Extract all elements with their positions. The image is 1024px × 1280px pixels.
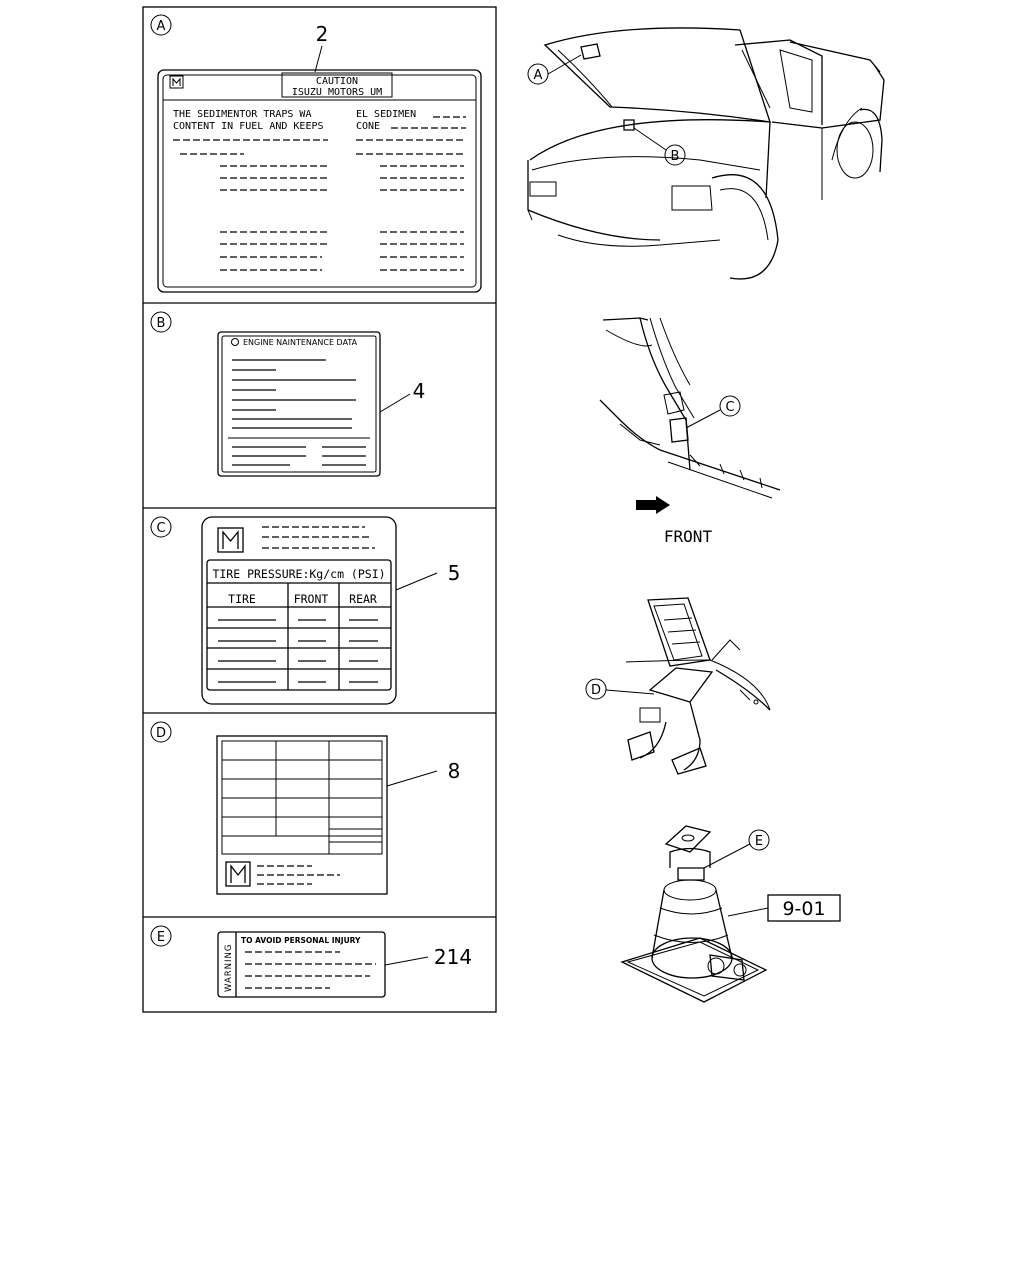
warning-label: WARNING TO AVOID PERSONAL INJURY (217, 931, 386, 998)
visor-callout-d-marker (585, 678, 607, 700)
caution-right-line1: EL SEDIMEN (356, 109, 416, 120)
engine-label-title: ENGINE NAINTENANCE DATA (243, 338, 358, 347)
engine-label-text-lines (228, 359, 370, 466)
tire-table-placeholder-lines (218, 619, 378, 683)
panel-a: A 2 CAUTION ISUZU MOTORS UM THE SEDIMENT… (150, 14, 482, 293)
truck-callout-a-marker (527, 63, 549, 85)
panel-c: C TIRE PRESSURE:Kg/cm (PSI) TIRE FRONT R… (150, 516, 461, 705)
label-location-b (623, 119, 635, 131)
part-number-d: 8 (448, 759, 461, 783)
tire-pressure-label: TIRE PRESSURE:Kg/cm (PSI) TIRE FRONT REA… (201, 516, 397, 705)
front-arrow-icon (636, 496, 670, 514)
warning-side-text: WARNING (224, 944, 234, 992)
door-pillar-illustration (599, 317, 781, 499)
tire-table-header: TIRE PRESSURE:Kg/cm (PSI) (212, 567, 385, 581)
caution-body-line1: THE SEDIMENTOR TRAPS WA (173, 109, 311, 120)
caution-subtitle: ISUZU MOTORS UM (292, 87, 382, 98)
isuzu-logo-icon (225, 861, 251, 887)
panel-c-marker (150, 516, 172, 538)
caution-right-line2: CONE (356, 121, 380, 132)
isuzu-logo-icon (169, 75, 184, 89)
panel-d: D 8 (150, 721, 461, 895)
panel-d-letter: D (156, 726, 166, 741)
label-location-c (669, 417, 689, 443)
part-number-b: 4 (413, 379, 426, 403)
part-number-c: 5 (448, 561, 461, 585)
engine-maintenance-label: ENGINE NAINTENANCE DATA (217, 331, 381, 477)
panel-e-letter: E (157, 930, 165, 945)
visor-callout-d: D (591, 683, 601, 698)
front-direction-label: FRONT (664, 527, 713, 546)
panel-c-letter: C (156, 521, 165, 536)
caution-title: CAUTION (316, 76, 358, 87)
jack-reference-number: 9-01 (782, 898, 825, 920)
panel-b-marker (150, 311, 172, 333)
warning-headline: TO AVOID PERSONAL INJURY (241, 936, 361, 945)
panel-d-marker (150, 721, 172, 743)
column-front: FRONT (294, 592, 329, 606)
label-location-e (677, 867, 705, 881)
label-location-a (580, 43, 601, 60)
sun-visor-illustration (625, 597, 771, 775)
caution-body-line2: CONTENT IN FUEL AND KEEPS (173, 121, 324, 132)
panel-a-letter: A (157, 19, 166, 34)
part-number-a: 2 (316, 22, 329, 46)
door-callout-c: C (725, 400, 734, 415)
panel-e: E WARNING TO AVOID PERSONAL INJURY 214 (150, 925, 472, 998)
isuzu-logo-icon (217, 527, 244, 553)
label-panel-frame (142, 6, 497, 1013)
caution-placeholder-lines (173, 139, 466, 271)
jack-callout-e: E (755, 834, 763, 849)
column-tire: TIRE (228, 592, 256, 606)
door-callout-c-marker (719, 395, 741, 417)
truck-callout-b-marker (664, 144, 686, 166)
truck-callout-a: A (534, 68, 543, 83)
truck-illustration (527, 27, 885, 280)
panel-e-marker (150, 925, 172, 947)
panel-b: B ENGINE NAINTENANCE DATA (150, 311, 426, 477)
panel-b-letter: B (157, 316, 166, 331)
panel-a-marker (150, 14, 172, 36)
label-location-d (648, 667, 714, 703)
truck-callout-b: B (671, 149, 680, 164)
isuzu-emblem-icon (231, 338, 239, 346)
column-rear: REAR (349, 592, 377, 606)
jack-reference-box (767, 894, 841, 922)
caution-label: CAUTION ISUZU MOTORS UM THE SEDIMENTOR T… (157, 69, 482, 293)
part-number-e: 214 (434, 945, 472, 969)
jack-callout-e-marker (748, 829, 770, 851)
specification-grid-label (216, 735, 388, 895)
jack-illustration (620, 825, 768, 1003)
